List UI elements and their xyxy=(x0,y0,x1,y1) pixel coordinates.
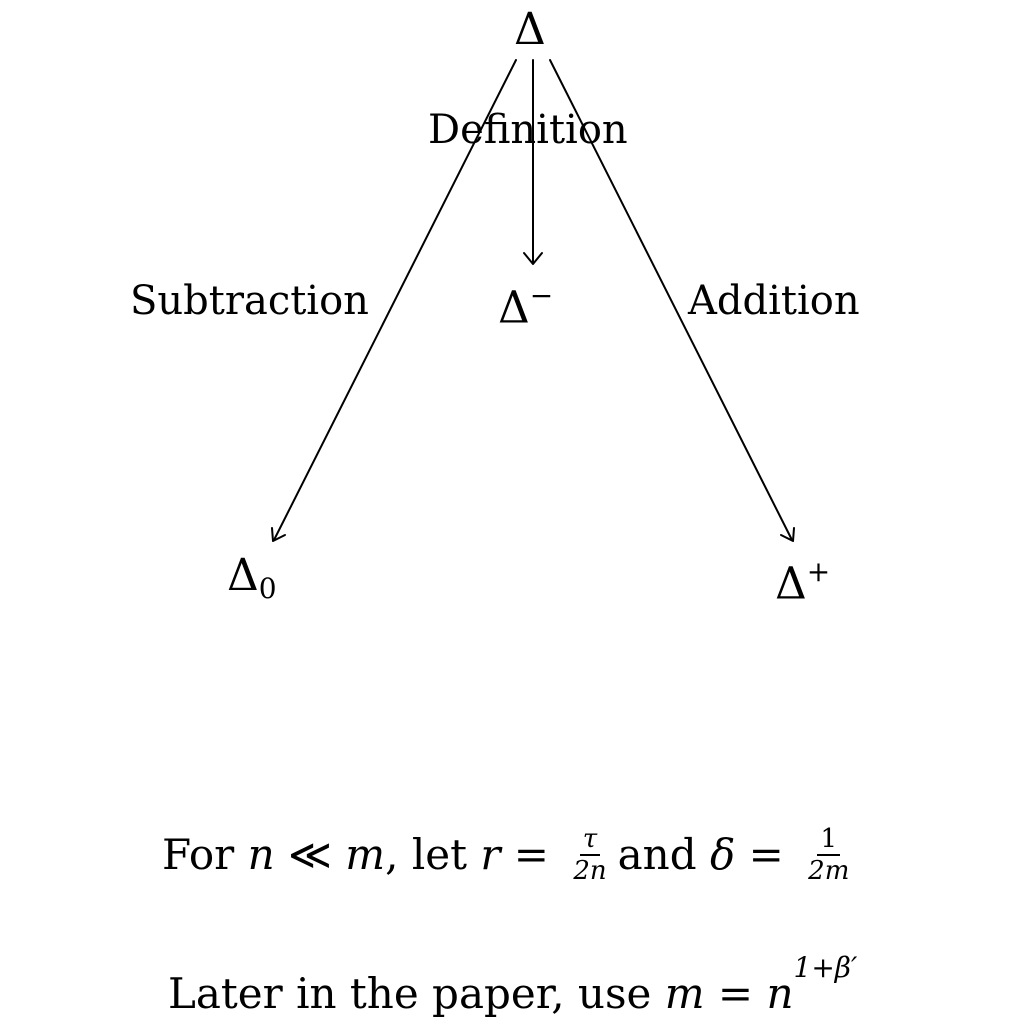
node-delta-plus: Δ+ xyxy=(775,558,830,606)
note-text-let: , let xyxy=(385,830,481,879)
node-delta-minus: Δ− xyxy=(498,282,553,330)
fraction-1-numerator: 1 xyxy=(817,826,841,856)
note-line-later: Later in the paper, use m = n 1+β′ xyxy=(168,954,857,1024)
edge-subtraction-arrowhead xyxy=(271,527,286,542)
note-text-for: For xyxy=(162,830,248,879)
node-delta-plus-symbol: Δ xyxy=(775,558,807,610)
fraction-2n-denominator: 2n xyxy=(573,856,607,886)
node-delta-minus-superscript: − xyxy=(529,279,554,312)
node-delta-zero-symbol: Δ xyxy=(227,550,259,601)
edge-label-addition: Addition xyxy=(688,278,860,324)
math-equals-2: = xyxy=(735,830,798,879)
math-var-n-2: n xyxy=(766,969,794,1018)
node-delta-zero: Δ0 xyxy=(227,554,277,603)
fraction-tau-over-2n: τ 2n xyxy=(570,826,609,884)
edge-addition-arrowhead xyxy=(780,527,795,542)
edge-subtraction-line xyxy=(273,59,517,541)
math-var-n: n xyxy=(247,830,275,879)
node-delta-plus-superscript: + xyxy=(806,555,831,588)
math-var-delta: δ xyxy=(709,830,736,879)
math-exponent-1-plus-beta-prime: 1+β′ xyxy=(793,951,858,984)
note-line-parameters: For n ≪ m , let r = τ 2n and δ = 1 2m xyxy=(162,822,860,888)
node-delta-minus-symbol: Δ xyxy=(498,282,530,334)
edge-addition-line xyxy=(549,59,793,541)
node-delta-top: Δ xyxy=(514,8,546,52)
fraction-tau-numerator: τ xyxy=(579,826,601,856)
node-delta-top-symbol: Δ xyxy=(514,4,546,55)
edge-definition-arrowhead xyxy=(523,252,543,265)
math-var-m: m xyxy=(345,830,386,879)
edge-label-definition: Definition xyxy=(428,107,628,153)
edge-label-subtraction: Subtraction xyxy=(130,278,369,324)
math-much-less-than: ≪ xyxy=(274,830,346,879)
fraction-2m-denominator: 2m xyxy=(808,856,850,886)
node-delta-zero-subscript: 0 xyxy=(258,571,277,605)
note-text-and: and xyxy=(617,830,710,879)
math-var-r: r xyxy=(480,830,501,879)
math-var-m-2: m xyxy=(664,969,705,1018)
math-equals-3: = xyxy=(704,969,767,1018)
math-equals-1: = xyxy=(500,830,563,879)
note-text-later: Later in the paper, use xyxy=(168,969,665,1018)
fraction-1-over-2m: 1 2m xyxy=(805,826,852,884)
